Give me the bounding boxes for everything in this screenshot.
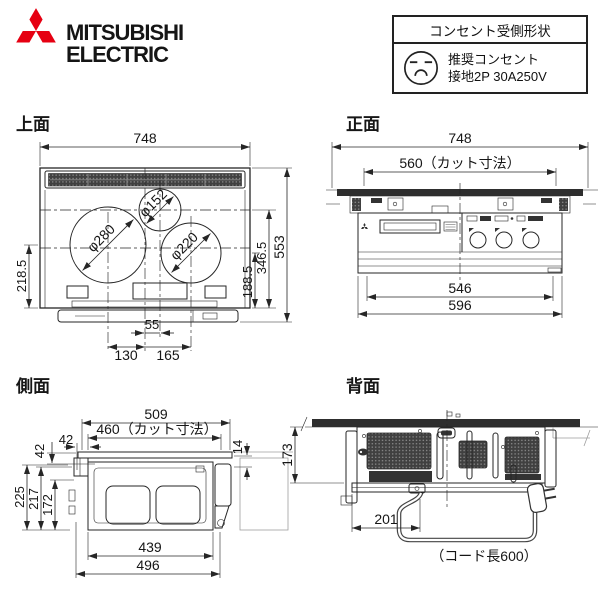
heater-circle-center [138,188,182,232]
outlet-face-icon [404,51,438,85]
dia-152-label: φ152 [136,186,170,220]
mitsubishi-mark-icon [16,8,56,43]
front-view-dimensions: 748 560（カット寸法） 546 596 [331,130,589,318]
mini-brand-mark-icon [361,223,368,229]
back-view-label: 背面 [346,376,380,396]
top-553-dim: 553 [271,235,287,259]
control-knob-left [469,231,487,249]
side-509-dim: 509 [144,406,168,422]
power-plug [526,483,557,513]
brand-name-line1: MITSUBISHI [66,20,184,45]
brand-name-line2: ELECTRIC [66,42,169,67]
top-width-dim: 748 [133,130,157,146]
side-439-dim: 439 [138,539,162,555]
front-546-dim: 546 [448,280,472,296]
back-vent-grilles [366,432,541,482]
rear-bracket [214,463,232,529]
dia-220-label: φ220 [167,229,201,263]
back-201-dim: 201 [374,511,398,527]
side-496-dim: 496 [136,557,160,573]
outlet-spec-line1: 推奨コンセント [448,52,540,67]
side-view-unit [68,451,293,531]
back-view: 背面 [279,376,598,564]
front-view-unit [326,183,598,285]
control-knob-center [495,231,513,249]
top-218-dim: 218.5 [14,260,29,293]
front-cut-dim: 560（カット寸法） [399,155,520,171]
side-172-dim: 172 [40,494,55,516]
heater-circle-right [160,222,222,284]
top-55-dim: 55 [145,317,159,332]
back-view-unit [300,410,598,543]
side-view: 側面 [12,376,293,578]
side-14-dim: 14 [230,440,245,454]
side-cut-dim: 460（カット寸法） [96,421,217,437]
heater-circle-left [69,206,147,284]
outlet-spec-title: コンセント受側形状 [394,17,586,44]
back-top-plate [312,419,580,427]
top-view-label: 上面 [16,115,50,134]
top-346-dim: 346.5 [254,242,269,275]
outlet-spec-box: コンセント受側形状 推奨コンセント 接地2P 30A250V [392,15,588,94]
outlet-spec-text: 推奨コンセント 接地2P 30A250V [448,51,547,85]
top-view-dimensions: 748 553 346.5 188.5 218.5 55 [14,130,292,363]
brand-name: MITSUBISHI ELECTRIC [66,20,184,67]
side-225-dim: 225 [12,486,27,508]
top-view: 上面 φ280 φ152 φ220 [14,115,292,363]
back-173-dim: 173 [279,443,295,467]
control-panel [466,215,543,249]
front-width-dim: 748 [448,130,472,146]
side-42-front-dim: 42 [59,432,73,447]
back-view-dimensions: 173 201 （コード長600） [279,426,538,564]
front-view: 正面 [326,115,598,318]
grill-door [361,219,458,234]
front-view-label: 正面 [346,115,380,134]
outlet-spec-line2: 接地2P 30A250V [448,69,547,84]
control-knob-right [522,231,540,249]
side-217-dim: 217 [26,488,41,510]
front-596-dim: 596 [448,297,472,313]
top-188-dim: 188.5 [240,266,255,299]
side-top-plate [77,451,233,459]
side-view-label: 側面 [15,376,50,396]
top-165-dim: 165 [156,347,180,363]
front-panel-protrusion [57,309,239,323]
side-42-top-dim: 42 [32,444,47,458]
cord-length-note: （コード長600） [430,548,537,564]
top-130-dim: 130 [114,347,138,363]
side-view-dimensions: 509 460（カット寸法） 42 42 225 217 [12,406,252,578]
power-cord [396,483,557,543]
dia-280-label: φ280 [84,221,118,255]
brand-logo: MITSUBISHI ELECTRIC [10,8,184,67]
